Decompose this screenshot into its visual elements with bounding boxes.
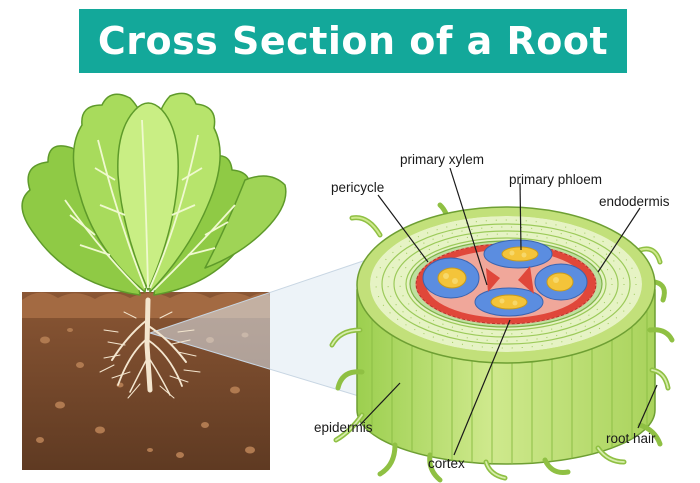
label-pericycle: pericycle [331,180,384,195]
leader-lines [359,167,658,456]
label-cortex: cortex [428,456,465,471]
label-endodermis: endodermis [599,194,670,209]
xylem-top [501,246,539,262]
xylem-right [546,272,574,292]
label-root-hair: root hair [606,431,656,446]
label-primary-phloem: primary phloem [509,172,602,187]
xylem-left [437,267,467,289]
title-banner: Cross Section of a Root [79,9,627,73]
vascular-bundle [422,239,588,318]
label-epidermis: epidermis [314,420,373,435]
soil-pebbles [36,328,255,458]
plant-roots [99,297,201,399]
root-cylinder [329,202,675,483]
label-primary-xylem: primary xylem [400,152,484,167]
magnify-beam [150,258,372,400]
soil-block [22,292,270,470]
lettuce-plant [21,92,287,296]
xylem-bottom [490,294,528,310]
page-title: Cross Section of a Root [97,19,609,63]
